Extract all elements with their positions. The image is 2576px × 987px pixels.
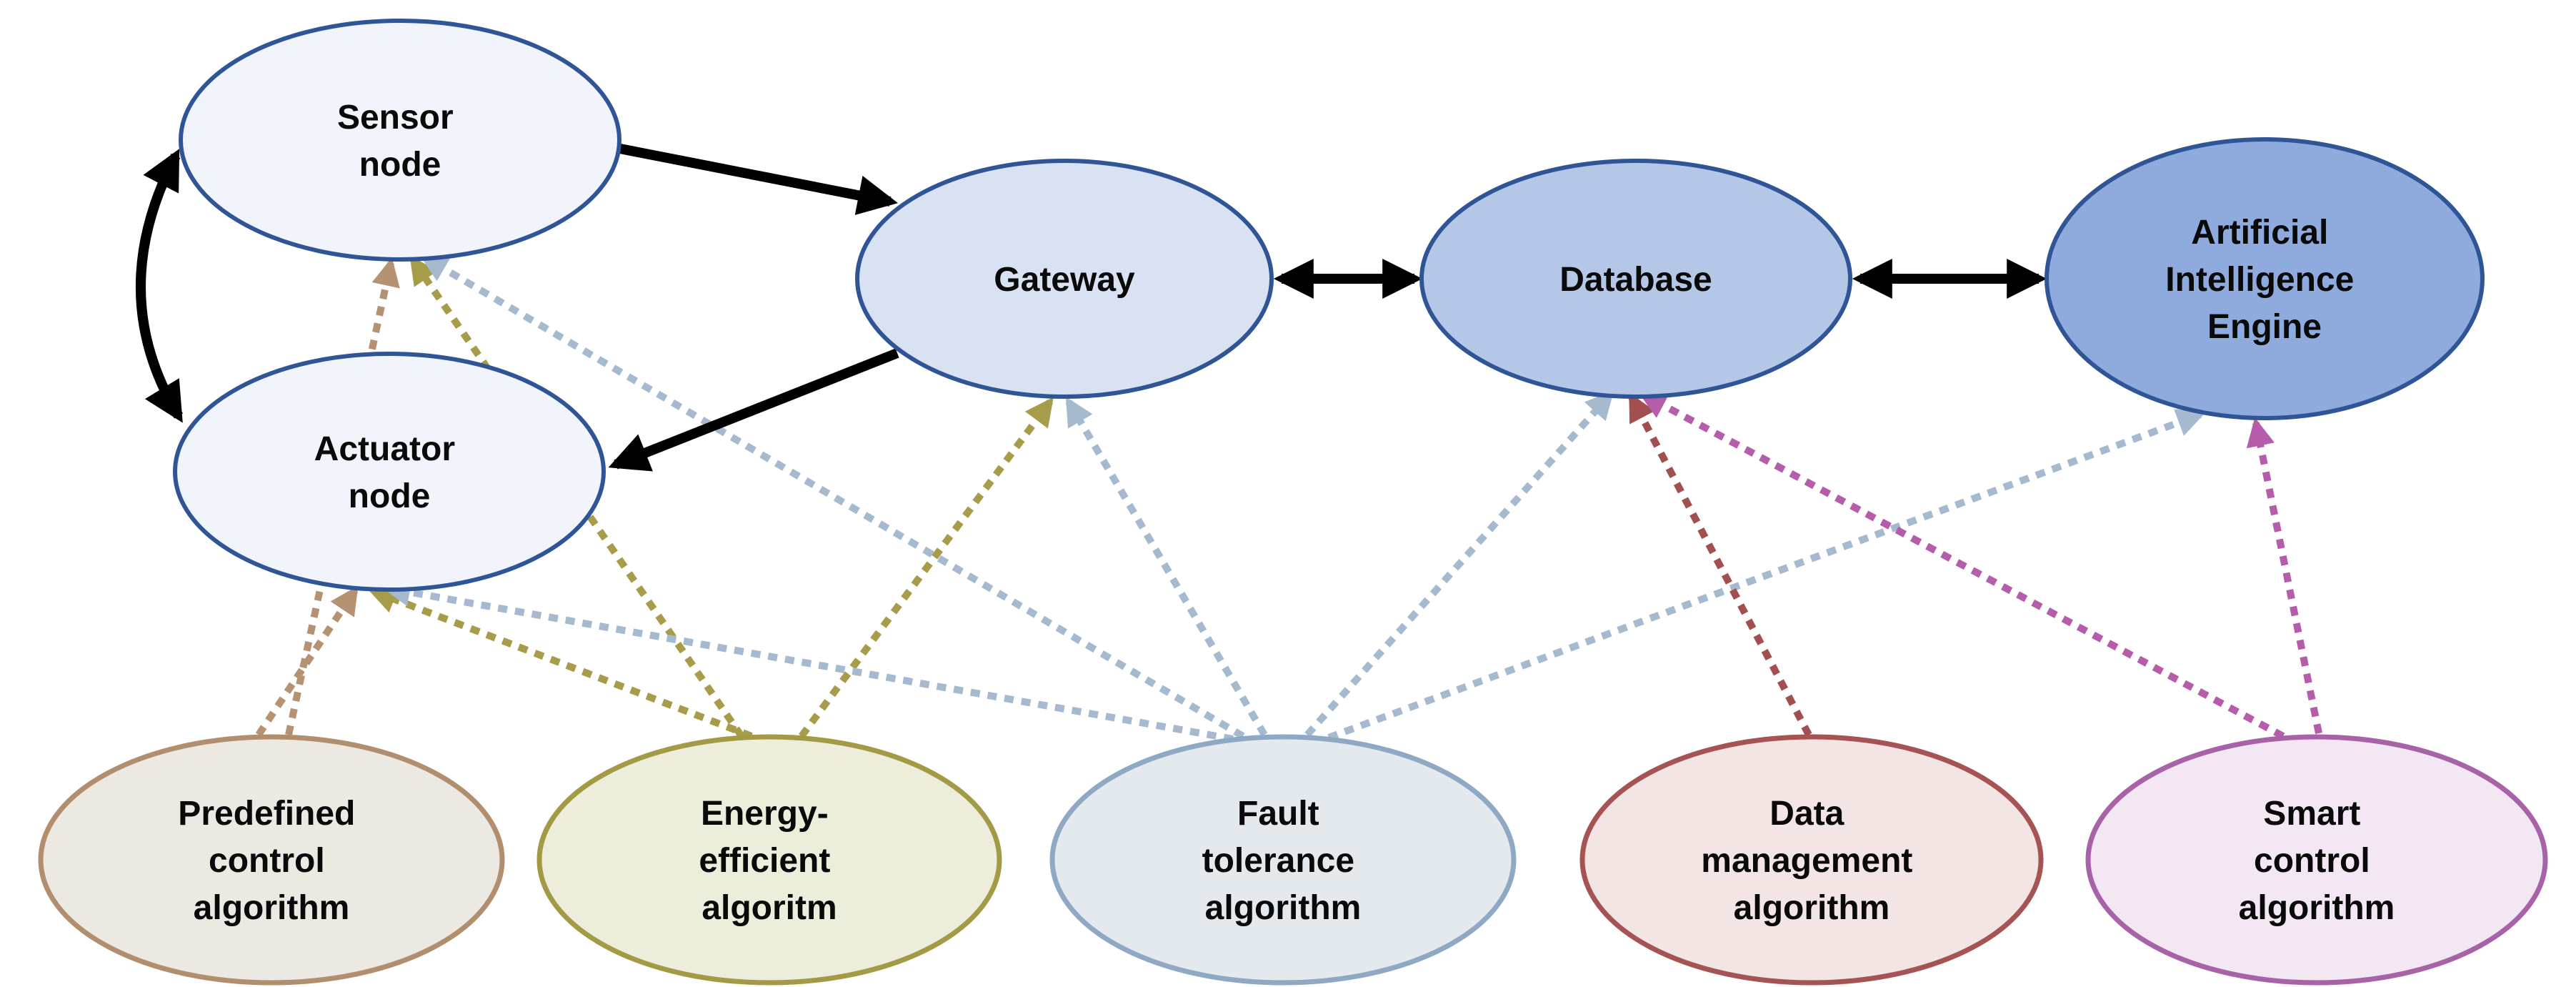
edge-energy-sensor [409,255,745,738]
edge-fault-sensor [419,254,1245,740]
actuator-node-ellipse [173,352,606,592]
database-node-ellipse [1419,159,1852,399]
energy-efficient-label: Energy- efficient algoritm [699,795,839,927]
edge-fault-actuator [381,577,1234,743]
node-smart-control-algorithm: Smart control algorithm [2085,734,2548,986]
smart-control-label: Smart control algorithm [2239,795,2395,927]
sensor-node-label: Sensor node [337,99,463,184]
edge-sensor-actuator-bidirectional [136,149,183,423]
node-energy-efficient-algorithm: Energy- efficient algoritm [536,734,1002,986]
gateway-node-label: Gateway [994,261,1135,299]
edge-energy-gateway [798,397,1054,738]
node-actuator: Actuator node [173,352,606,592]
node-predefined-control-algorithm: Predefined control algorithm [38,734,505,986]
edge-sensor-gateway [619,144,898,215]
edge-fault-database [1304,390,1614,738]
node-layer: Sensor node Actuator node Gateway Databa… [38,19,2548,986]
predefined-control-label: Predefined control algorithm [178,795,364,927]
smart-control-ellipse [2085,734,2548,986]
edge-data-database [1628,392,1812,737]
edge-gateway-actuator [608,348,899,472]
edge-smart-database [1637,391,2285,740]
edge-layer [136,144,2322,743]
node-artificial-intelligence-engine: Artificial Intelligence Engine [2045,137,2485,420]
node-sensor: Sensor node [179,19,621,262]
gateway-node-ellipse [855,159,1274,399]
ai-engine-node-ellipse [2045,137,2485,420]
edge-fault-ai [1327,409,2206,741]
node-database: Database [1419,159,1852,399]
predefined-control-ellipse [38,734,505,986]
node-gateway: Gateway [855,159,1274,399]
node-fault-tolerance-algorithm: Fault tolerance algorithm [1049,734,1517,986]
data-management-ellipse [1579,734,2044,986]
data-management-label: Data management algorithm [1701,795,1922,927]
node-data-management-algorithm: Data management algorithm [1579,734,2044,986]
actuator-node-label: Actuator node [314,430,465,515]
fault-tolerance-label: Fault tolerance algorithm [1202,795,1364,927]
edge-predefined-actuator [255,585,359,737]
sensor-node-ellipse [179,19,621,262]
energy-efficient-ellipse [536,734,1002,986]
edge-fault-gateway [1065,397,1268,737]
fault-tolerance-ellipse [1049,734,1517,986]
edge-smart-ai [2246,417,2322,734]
database-node-label: Database [1559,261,1712,299]
ai-engine-node-label: Artificial Intelligence Engine [2165,214,2363,346]
